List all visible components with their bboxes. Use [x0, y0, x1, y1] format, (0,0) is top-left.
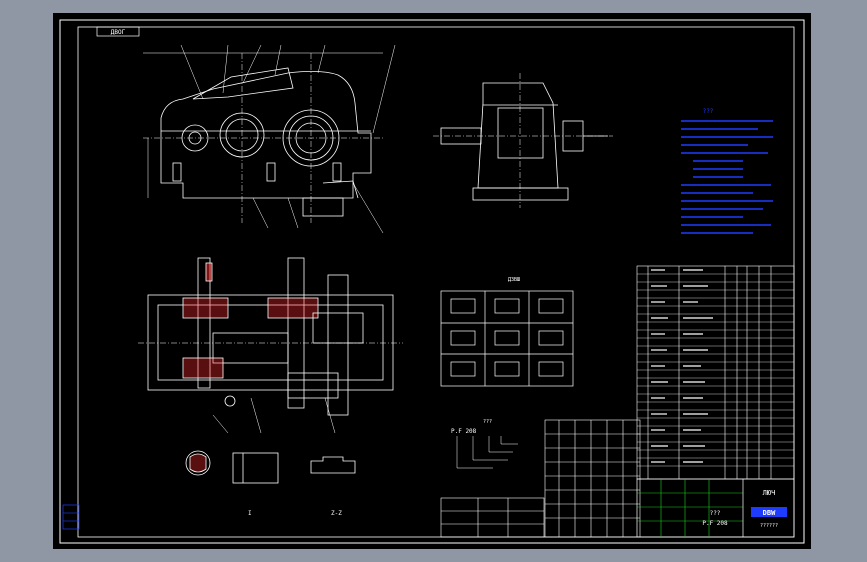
- side-inner: [497, 107, 544, 159]
- leader-8: [287, 197, 299, 229]
- bearing-2: [267, 297, 319, 319]
- foot-detail: [302, 197, 344, 217]
- tech-text-lines: [681, 120, 773, 234]
- plan-bolt: [224, 395, 236, 407]
- bolt-mid: [266, 162, 276, 182]
- housing-outline: [160, 71, 372, 199]
- bearing-1: [182, 297, 229, 319]
- drain-plug: [322, 180, 359, 199]
- arrangement-grid: ДЗВШ: [440, 277, 574, 387]
- technical-requirements: ???: [681, 108, 773, 234]
- plan-output-shaft: [327, 274, 349, 416]
- view-label-right: Z-Z: [331, 510, 342, 517]
- inspection-cover: [192, 67, 294, 100]
- title-right-text: ЛЮЧ: [763, 489, 776, 497]
- side-view: [433, 73, 613, 208]
- leader-4: [274, 44, 282, 76]
- dbw-logo-icon: [751, 507, 787, 517]
- code-notation: ??? P.F 208: [451, 419, 518, 469]
- gear-reducer-drawing: ДВОГ: [59, 19, 805, 544]
- title-center: ???: [710, 510, 721, 517]
- side-base: [472, 187, 569, 201]
- parts-list-text: [651, 269, 713, 463]
- leader-3: [242, 44, 262, 84]
- title-code: P.F 208: [702, 520, 728, 527]
- grid-frame: [440, 290, 574, 387]
- revision-stamp-icon: [62, 504, 80, 530]
- detail-i: [232, 452, 279, 484]
- view-label-left: I: [248, 510, 252, 517]
- drawing-no: ДВОГ: [111, 29, 126, 36]
- detail-views: I Z-Z: [185, 450, 356, 517]
- bearing-3: [182, 357, 224, 379]
- leader-10: [212, 414, 229, 434]
- parameter-table: [544, 419, 641, 538]
- plan-housing-inner: [157, 304, 384, 381]
- bolt-right: [332, 162, 342, 182]
- drawing-no-box: [96, 26, 140, 37]
- side-housing: [477, 82, 559, 189]
- bearing-4: [287, 372, 339, 399]
- plan-view: [138, 257, 403, 434]
- grid-title: ДЗВШ: [508, 277, 520, 283]
- leader-12: [324, 397, 336, 434]
- section-hatch: [189, 453, 207, 473]
- leader-6: [372, 44, 396, 134]
- leader-2: [222, 44, 229, 94]
- leader-7: [252, 197, 269, 229]
- note-box: [440, 497, 545, 538]
- gear-code: P.F 208: [451, 428, 477, 435]
- leader-9: [352, 182, 384, 234]
- outer-border: [59, 19, 805, 544]
- front-view: [143, 44, 396, 234]
- gear-output: [312, 312, 364, 344]
- plan-housing: [147, 294, 394, 391]
- parts-list: [636, 265, 795, 480]
- plan-input-shaft: [197, 257, 211, 389]
- leader-11: [250, 397, 262, 434]
- leader-1: [180, 44, 204, 100]
- section-circle: [185, 450, 211, 476]
- detail-z: [310, 456, 356, 474]
- leader-5: [317, 44, 326, 74]
- logo-sub: ??????: [760, 523, 778, 529]
- plan-mid-shaft: [287, 257, 305, 409]
- drawing-sheet: ДВОГ: [53, 13, 811, 549]
- table-title: ???: [483, 419, 492, 425]
- title-block: ??? P.F 208 ЛЮЧ DBW ??????: [636, 478, 795, 538]
- tech-title: ???: [703, 108, 714, 115]
- key-1: [205, 262, 213, 282]
- gear-intermediate: [212, 332, 289, 364]
- bolt-left: [172, 162, 182, 182]
- logo-text: DBW: [763, 509, 776, 517]
